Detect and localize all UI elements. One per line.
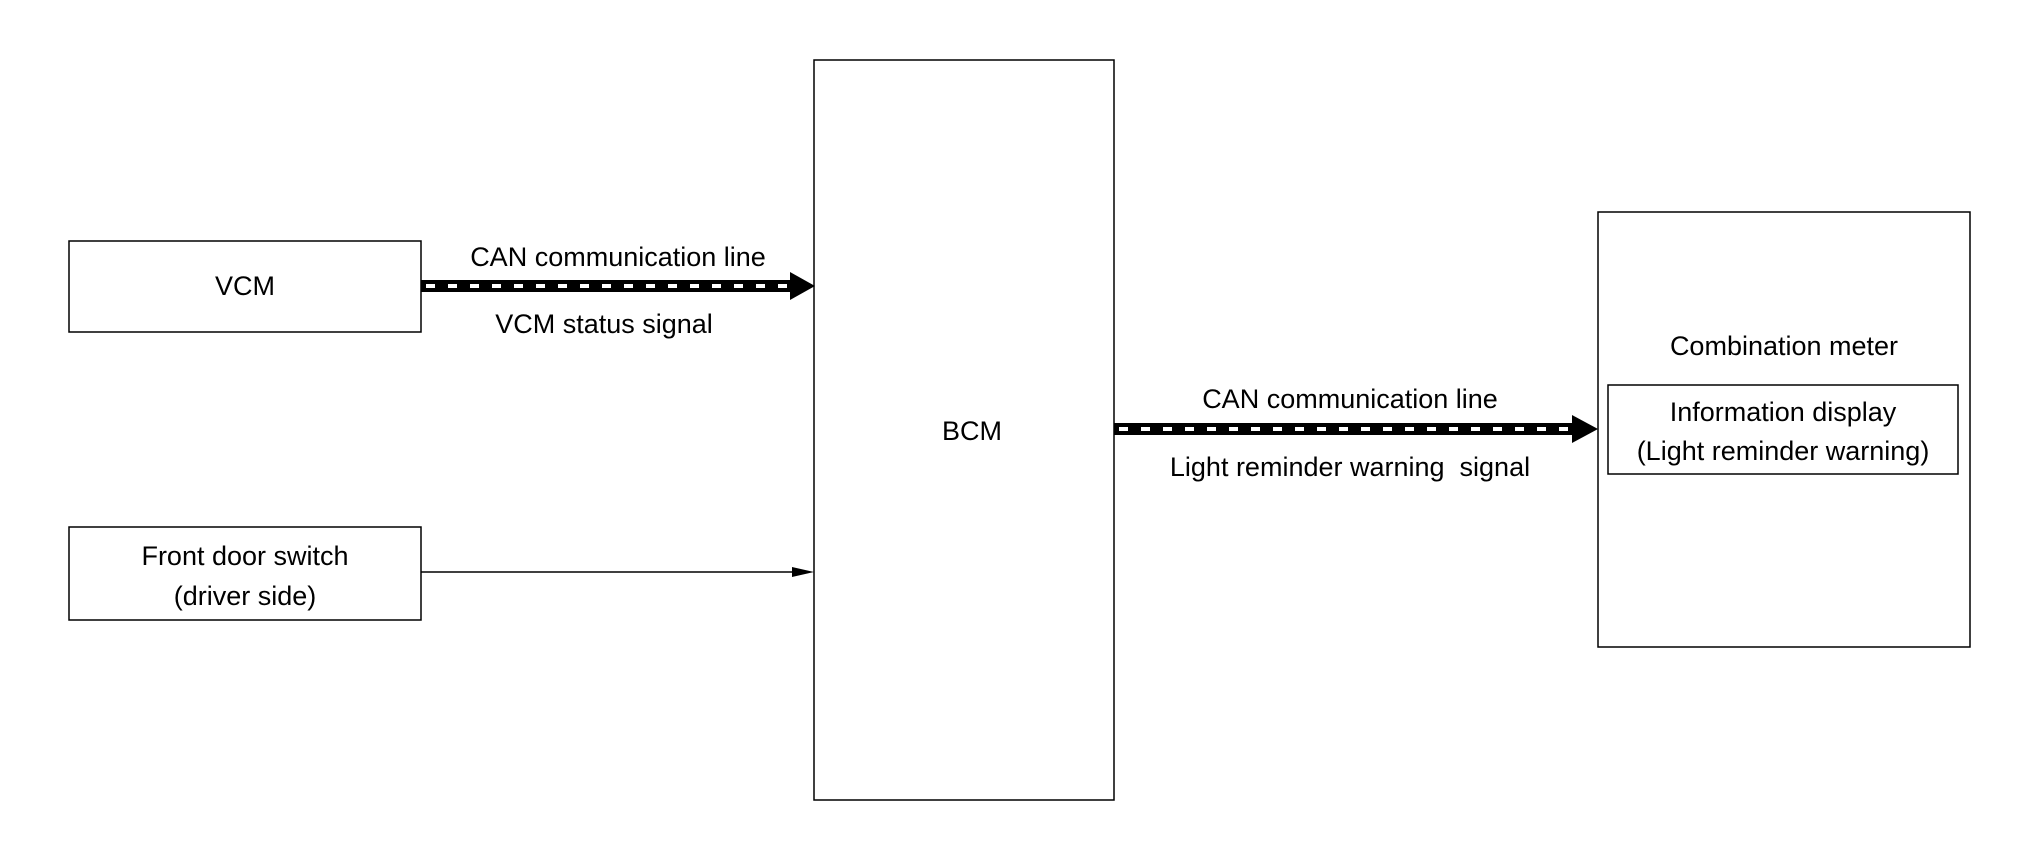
combination-meter-block: Combination meter Information display (L…	[1597, 211, 1971, 648]
information-display-label-line2: (Light reminder warning)	[1637, 436, 1930, 466]
can-line-bcm-to-meter: CAN communication line Light reminder wa…	[1114, 384, 1598, 482]
bcm-label: BCM	[942, 416, 1002, 446]
information-display-label-line1: Information display	[1670, 397, 1897, 427]
information-display-block: Information display (Light reminder warn…	[1607, 384, 1959, 475]
front-door-switch-label-line1: Front door switch	[141, 541, 348, 571]
can-line-label-left: CAN communication line	[470, 242, 766, 272]
vcm-block: VCM	[68, 240, 422, 333]
arrowhead-icon	[1572, 415, 1598, 443]
front-door-switch-label-line2: (driver side)	[174, 581, 317, 611]
bcm-block: BCM	[813, 59, 1115, 801]
vcm-status-signal-label: VCM status signal	[495, 309, 713, 339]
arrowhead-icon	[790, 272, 815, 300]
light-reminder-warning-signal-label: Light reminder warning signal	[1170, 452, 1530, 482]
can-line-label-right: CAN communication line	[1202, 384, 1498, 414]
combination-meter-label: Combination meter	[1670, 331, 1898, 361]
front-door-switch-block: Front door switch (driver side)	[68, 526, 422, 621]
wire-door-switch-to-bcm	[421, 567, 814, 577]
vcm-label: VCM	[215, 271, 275, 301]
arrowhead-icon	[792, 567, 814, 577]
can-line-vcm-to-bcm: CAN communication line VCM status signal	[421, 242, 815, 339]
